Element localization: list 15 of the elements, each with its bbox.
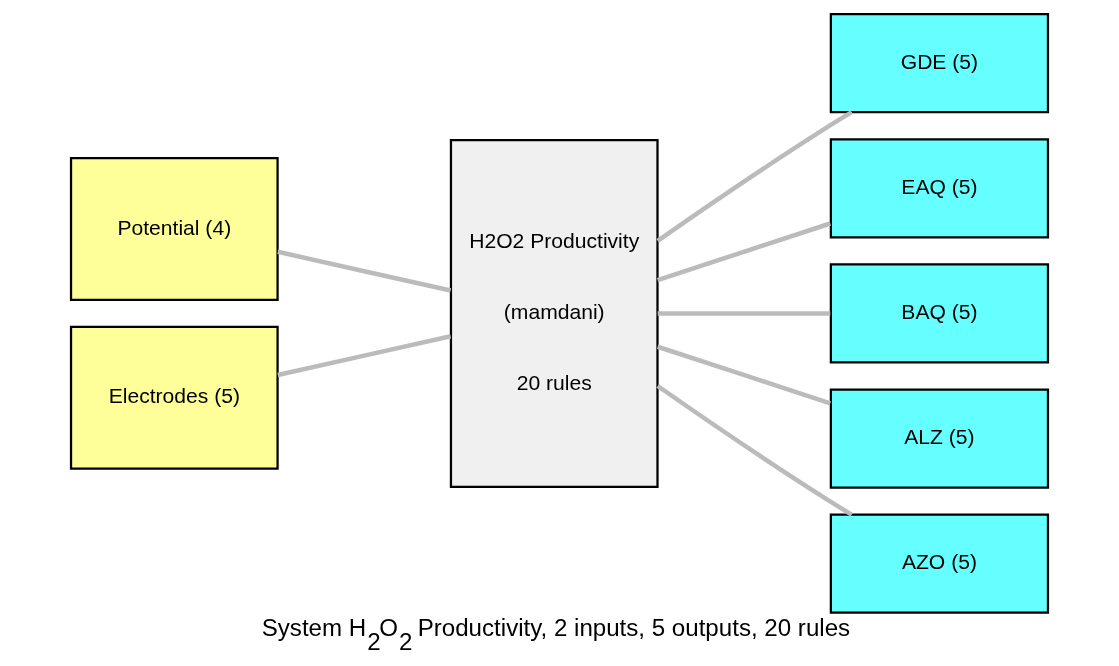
node-box: Electrodes (5) — [69, 325, 279, 470]
node-box: H2O2 Productivity (mamdani) 20 rules — [449, 138, 659, 488]
node-box: GDE (5) — [829, 13, 1050, 114]
connector — [656, 110, 853, 243]
connector — [656, 221, 831, 283]
connector — [656, 384, 853, 517]
node-box: EAQ (5) — [829, 138, 1050, 239]
connector — [656, 344, 831, 406]
connector — [277, 334, 452, 378]
node-box: Potential (4) — [69, 157, 279, 301]
connector — [657, 311, 831, 316]
node-box: BAQ (5) — [829, 263, 1050, 364]
connector — [277, 249, 452, 293]
node-box: AZO (5) — [829, 513, 1050, 614]
node-box: ALZ (5) — [829, 388, 1050, 489]
